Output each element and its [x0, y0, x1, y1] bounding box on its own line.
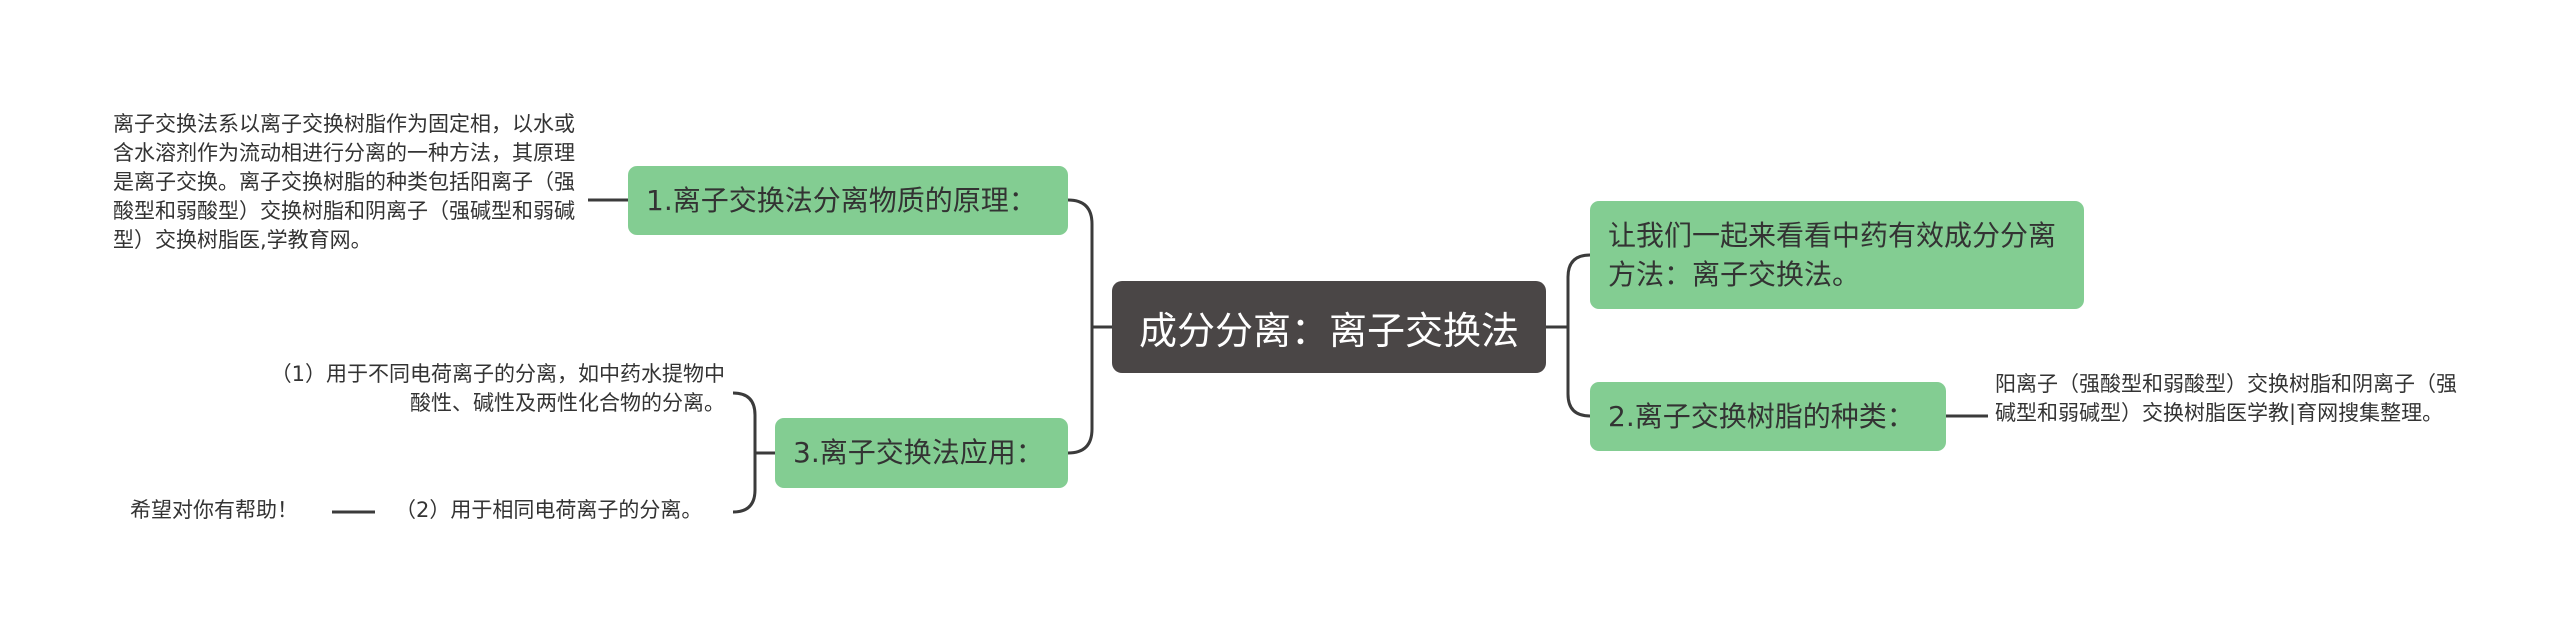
branch-resin-types[interactable]: 2.离子交换树脂的种类： [1590, 382, 1946, 451]
branch-principle[interactable]: 1.离子交换法分离物质的原理： [628, 166, 1068, 235]
connector-left-spine [1067, 198, 1094, 455]
leaf-resin-types-text: 阳离子（强酸型和弱酸型）交换树脂和阴离子（强碱型和弱碱型）交换树脂医学教|育网搜… [1995, 372, 2457, 425]
leaf-application-2: （2）用于相同电荷离子的分离。 [395, 498, 703, 522]
connector-b3-spine [732, 391, 757, 514]
branch-intro-label: 让我们一起来看看中药有效成分分离方法：离子交换法。 [1608, 218, 2057, 291]
leaf-application-1: （1）用于不同电荷离子的分离，如中药水提物中酸性、碱性及两性化合物的分离。 [270, 362, 725, 415]
branch-principle-label: 1.离子交换法分离物质的原理： [646, 183, 1037, 217]
branch-resin-types-label: 2.离子交换树脂的种类： [1608, 399, 1915, 433]
central-topic-label: 成分分离：离子交换法 [1138, 308, 1519, 353]
leaf-help-text: 希望对你有帮助！ [130, 498, 298, 522]
branch-application-label: 3.离子交换法应用： [793, 436, 1044, 470]
leaf-principle-text: 离子交换法系以离子交换树脂作为固定相，以水或含水溶剂作为流动相进行分离的一种方法… [113, 112, 575, 252]
branch-application[interactable]: 3.离子交换法应用： [775, 418, 1068, 488]
central-topic[interactable]: 成分分离：离子交换法 [1112, 281, 1546, 373]
branch-intro[interactable]: 让我们一起来看看中药有效成分分离方法：离子交换法。 [1590, 201, 2084, 309]
connector-right-spine [1566, 253, 1591, 418]
